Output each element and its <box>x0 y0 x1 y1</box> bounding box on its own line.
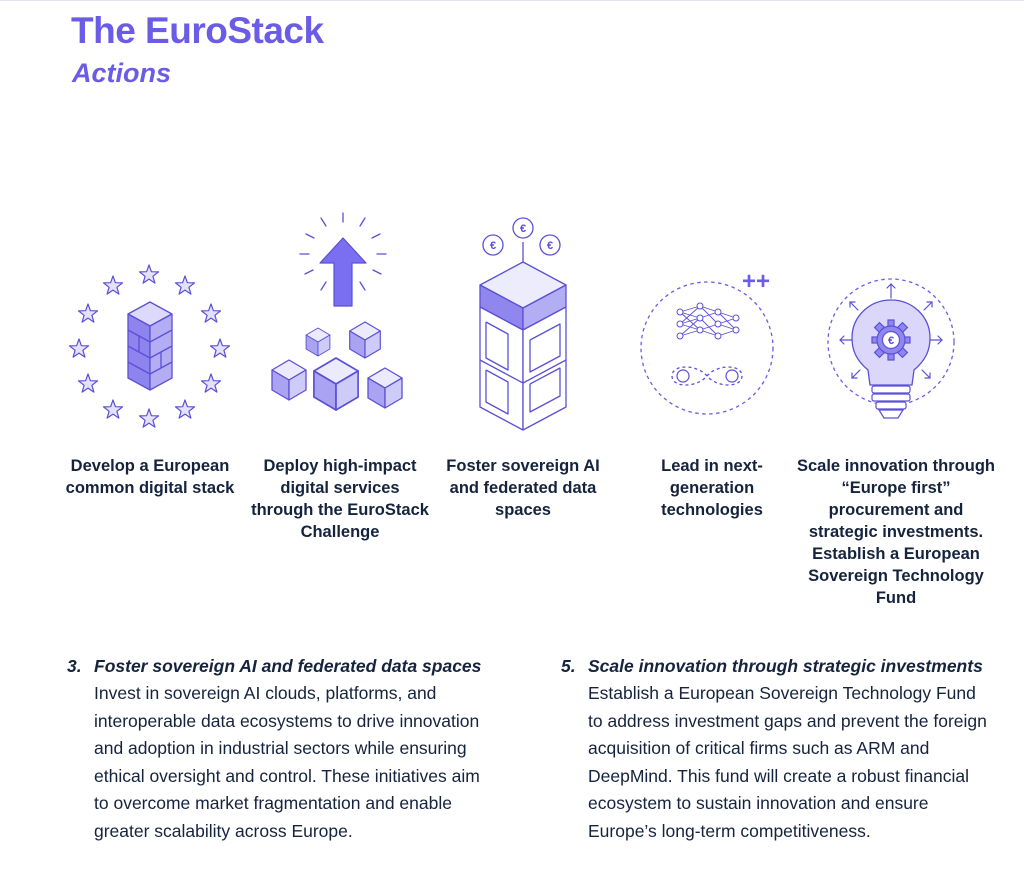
action-caption-deploy-services: Deploy high-impact digital services thro… <box>251 457 429 541</box>
euro-gear <box>871 319 911 361</box>
section-number: 3. <box>67 656 82 676</box>
svg-text:€: € <box>888 335 894 347</box>
section-title: Foster sovereign AI and federated data s… <box>94 656 482 676</box>
page-subtitle: Actions <box>72 58 172 88</box>
lightbulb-euro-gear-icon: € <box>827 278 955 419</box>
plus-plus-icon: ++ <box>742 268 770 295</box>
action-caption-develop-stack: Develop a European common digital stack <box>65 457 235 497</box>
burst-lines <box>299 212 387 291</box>
top-rule <box>0 0 1024 1</box>
svg-text:€: € <box>547 240 553 252</box>
page-title: The EuroStack <box>71 10 324 51</box>
action-caption-scale-innovation: Scale innovation through “Europe first” … <box>796 457 995 607</box>
action-caption-next-gen-tech: Lead in next-generation technologies <box>661 457 763 519</box>
server-stars-icon <box>68 264 231 428</box>
section-scale-innovation: 5. Scale innovation through strategic inv… <box>561 653 1011 846</box>
action-caption-foster-ai: Foster sovereign AI and federated data s… <box>446 457 600 519</box>
euro-coin: € <box>539 234 561 256</box>
neural-network-infinity-icon: ++ <box>640 268 774 415</box>
svg-text:€: € <box>520 223 526 235</box>
section-body: Establish a European Sovereign Technolog… <box>588 683 987 841</box>
section-heading: 3. Foster sovereign AI and federated data… <box>67 653 507 680</box>
section-title: Scale innovation through strategic inves… <box>588 656 983 676</box>
server-block <box>127 301 173 391</box>
section-heading: 5. Scale innovation through strategic inv… <box>561 653 1011 680</box>
euro-coin: € <box>512 217 534 239</box>
infinity-symbol <box>671 366 743 386</box>
section-foster-ai: 3. Foster sovereign AI and federated data… <box>67 653 507 846</box>
upward-arrow-cubes-icon <box>271 212 403 411</box>
section-body: Invest in sovereign AI clouds, platforms… <box>94 683 480 841</box>
section-number: 5. <box>561 656 576 676</box>
euro-coin: € <box>482 234 504 256</box>
euro-data-tower-icon: € € € <box>479 217 567 431</box>
svg-text:€: € <box>490 240 496 252</box>
up-arrow <box>319 237 367 307</box>
